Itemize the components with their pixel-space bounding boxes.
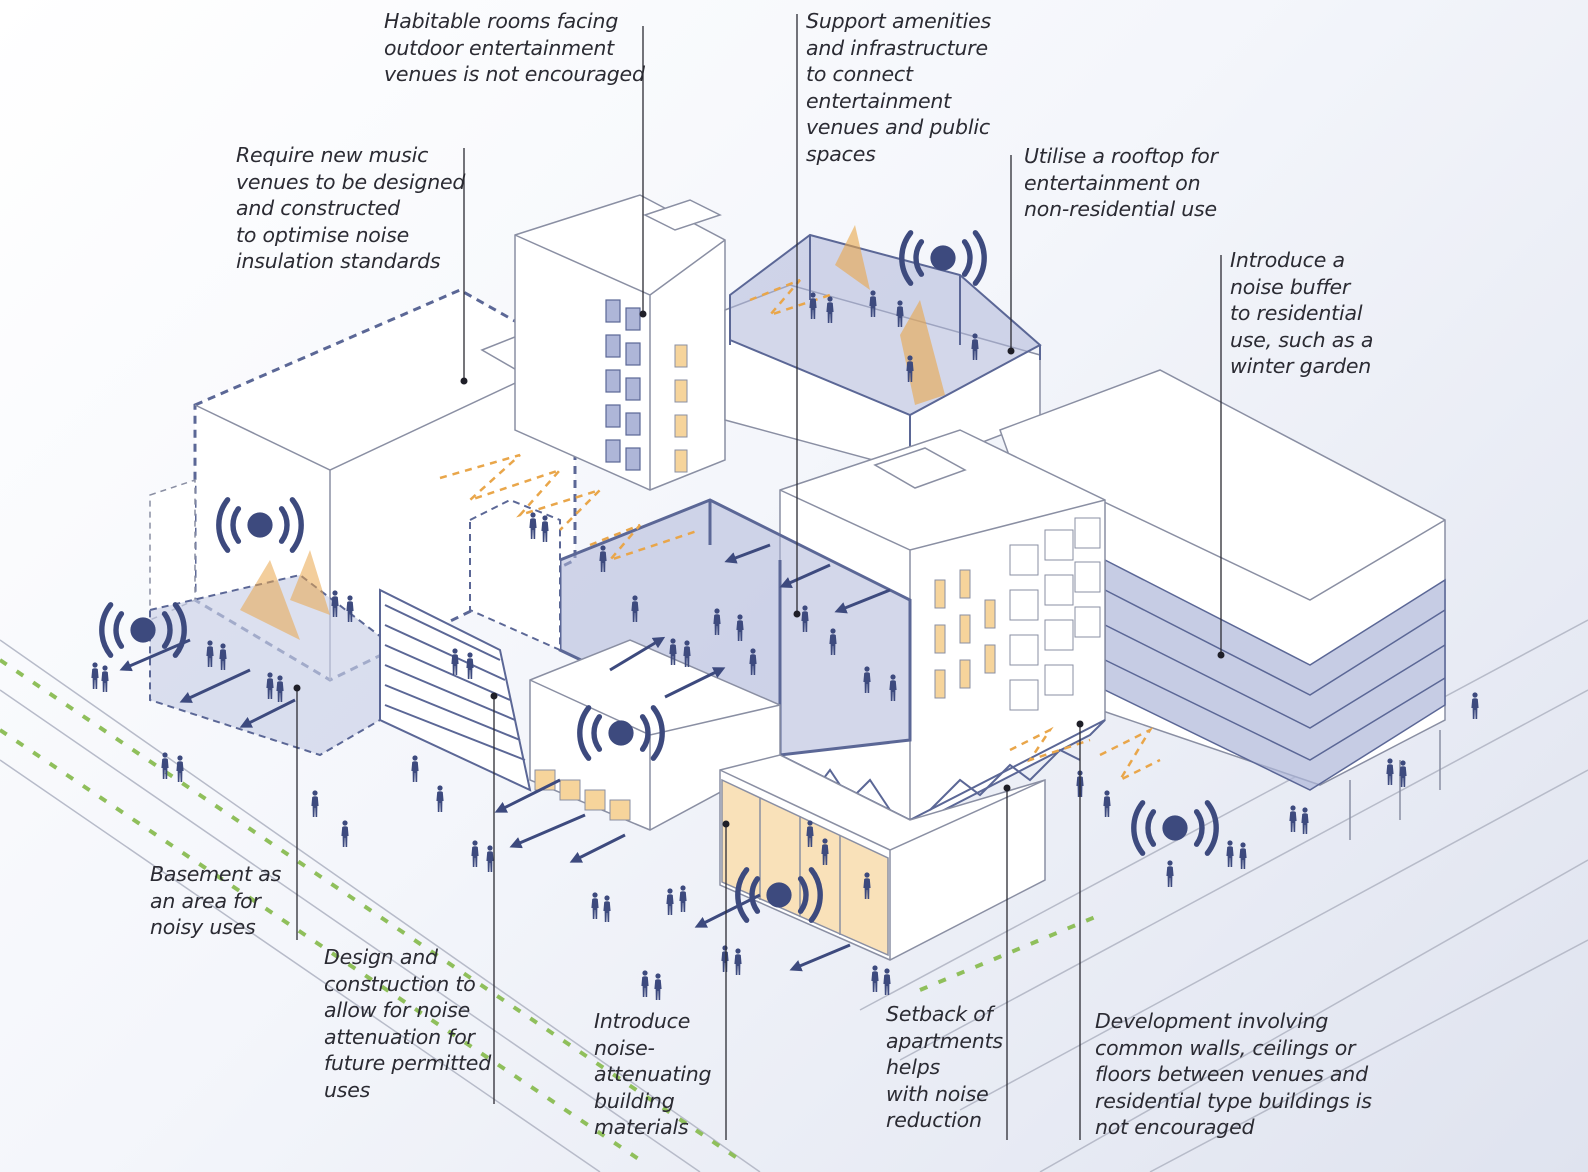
person-figure-icon	[436, 785, 444, 812]
street-ground	[0, 619, 1588, 1172]
person-figure-icon	[666, 888, 674, 915]
leader-dot-icon	[639, 310, 647, 318]
person-figure-icon	[101, 665, 109, 692]
leader-lines	[296, 14, 1222, 1140]
basement-venue	[149, 550, 387, 757]
central-tower	[514, 194, 726, 491]
person-figure-icon	[1226, 840, 1234, 867]
person-figure-icon	[1166, 860, 1174, 887]
leader-dots	[293, 310, 1225, 828]
person-figure-icon	[871, 965, 879, 992]
leader-dot-icon	[722, 820, 730, 828]
label-support-amenities: Support amenities and infrastructure to …	[806, 9, 992, 166]
person-figure-icon	[883, 968, 891, 995]
leader-dot-icon	[293, 684, 301, 692]
person-figure-icon	[1301, 807, 1309, 834]
person-figure-icon	[654, 973, 662, 1000]
label-habitable-rooms: Habitable rooms facing outdoor entertain…	[384, 9, 645, 86]
street-planters	[0, 658, 1101, 1162]
stair-block	[379, 588, 532, 792]
person-figure-icon	[471, 840, 479, 867]
person-figure-icon	[1239, 842, 1247, 869]
person-figure-icon	[591, 892, 599, 919]
person-figure-icon	[91, 662, 99, 689]
label-rooftop: Utilise a rooftop for entertainment on n…	[1024, 144, 1218, 221]
leader-dot-icon	[1217, 651, 1225, 659]
leader-dot-icon	[460, 377, 468, 385]
label-basement: Basement as an area for noisy uses	[150, 862, 282, 939]
person-figure-icon	[1471, 692, 1479, 719]
movement-arrows	[119, 543, 891, 972]
person-figure-icon	[341, 820, 349, 847]
noise-paths	[439, 278, 1161, 784]
leader-dot-icon	[793, 610, 801, 618]
person-figure-icon	[679, 885, 687, 912]
leader-dot-icon	[1007, 347, 1015, 355]
label-materials: Introduce noise- attenuating building ma…	[594, 1009, 712, 1139]
person-figure-icon	[411, 755, 419, 782]
leader-dot-icon	[1003, 784, 1011, 792]
leader-dot-icon	[490, 692, 498, 700]
person-figure-icon	[1289, 805, 1297, 832]
label-noise-buffer: Introduce a noise buffer to residential …	[1230, 248, 1374, 378]
person-figure-icon	[1103, 790, 1111, 817]
leader-dot-icon	[1076, 720, 1084, 728]
rooftop-block	[724, 225, 1042, 471]
label-common-walls: Development involving common walls, ceil…	[1095, 1009, 1372, 1139]
person-figure-icon	[1386, 758, 1394, 785]
person-figure-icon	[734, 948, 742, 975]
label-setback: Setback of apartments helps with noise r…	[886, 1002, 1003, 1132]
label-design-construction: Design and construction to allow for noi…	[324, 945, 492, 1102]
person-figure-icon	[641, 970, 649, 997]
person-figure-icon	[176, 755, 184, 782]
person-figure-icon	[721, 945, 729, 972]
label-music-venues: Require new music venues to be designed …	[236, 143, 466, 273]
person-figure-icon	[311, 790, 319, 817]
person-figure-icon	[603, 895, 611, 922]
person-figure-icon	[486, 845, 494, 872]
sound-wave-icon	[1134, 803, 1216, 853]
